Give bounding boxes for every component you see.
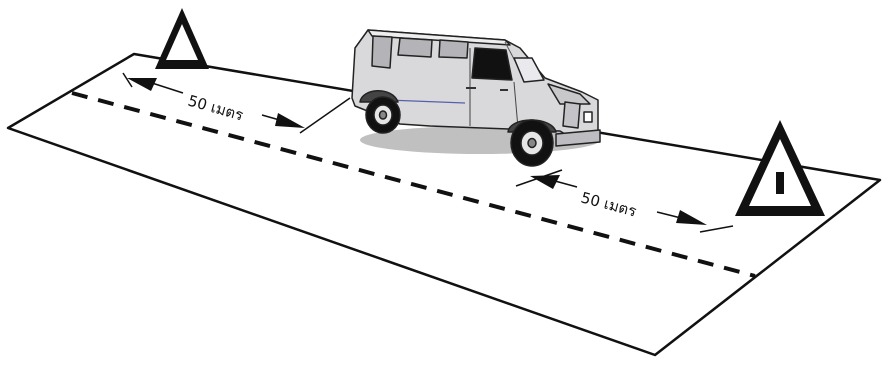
- van-icon: [351, 29, 601, 167]
- road-surface: [6, 52, 882, 357]
- road-center-dashed-line: [71, 91, 756, 278]
- warning-triangle-front: [735, 120, 825, 216]
- warning-triangle-rear: [155, 8, 209, 69]
- road: [6, 52, 882, 357]
